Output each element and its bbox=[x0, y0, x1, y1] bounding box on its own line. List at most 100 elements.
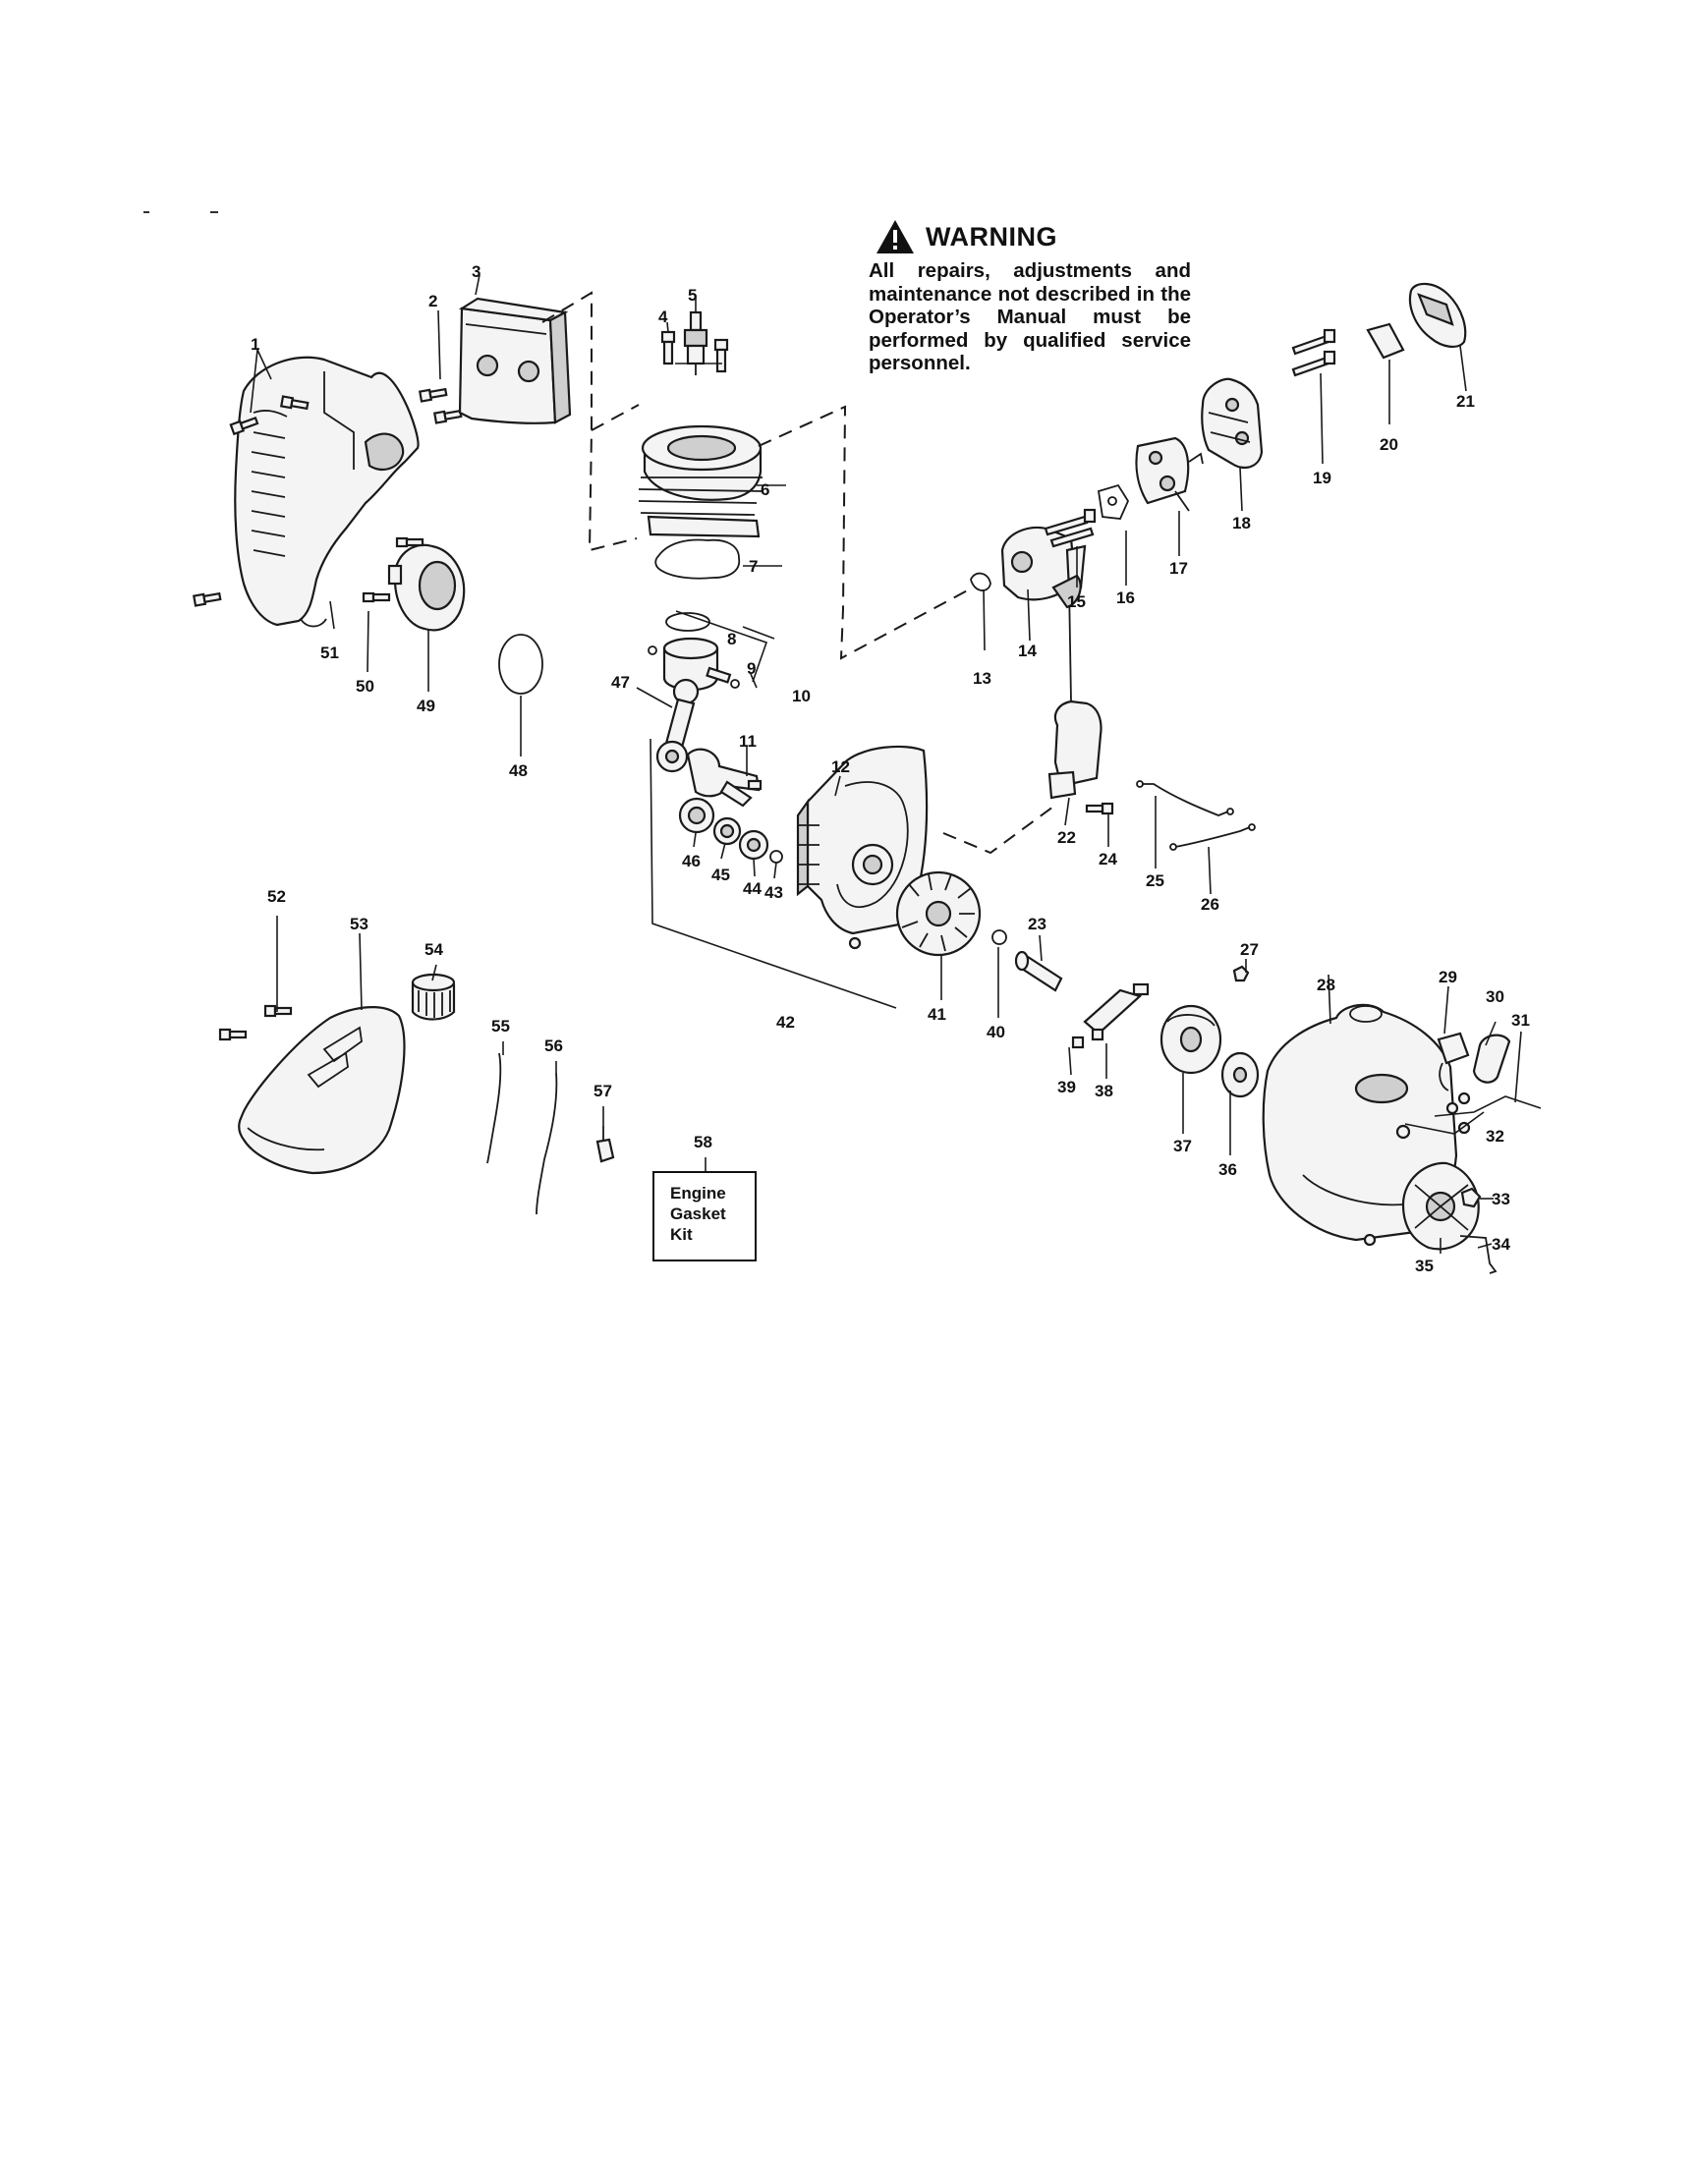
callout-8: 8 bbox=[727, 630, 736, 648]
part-6-cylinder bbox=[638, 424, 763, 538]
part-26-wire bbox=[1169, 823, 1256, 851]
callout-56: 56 bbox=[544, 1036, 563, 1055]
callout-17: 17 bbox=[1169, 559, 1188, 578]
callout-4: 4 bbox=[658, 308, 668, 326]
part-10-piston bbox=[662, 637, 732, 692]
part-15-screws bbox=[1044, 508, 1097, 548]
part-43-ring bbox=[769, 850, 783, 864]
part-1-screws bbox=[192, 395, 310, 607]
part-19-screws bbox=[1291, 328, 1336, 377]
part-36-spring bbox=[1220, 1051, 1260, 1098]
callout-40: 40 bbox=[987, 1023, 1005, 1041]
part-56-wire bbox=[536, 1072, 558, 1215]
callout-25: 25 bbox=[1146, 871, 1164, 890]
part-22-ignition bbox=[1047, 574, 1102, 800]
callout-49: 49 bbox=[417, 697, 435, 715]
callout-7: 7 bbox=[749, 557, 758, 576]
callout-19: 19 bbox=[1313, 469, 1331, 487]
part-51-shroud bbox=[234, 356, 420, 628]
callout-50: 50 bbox=[356, 677, 374, 696]
part-3-muffler bbox=[458, 297, 572, 424]
part-54-collar bbox=[411, 973, 456, 1021]
part-24-screw bbox=[1085, 802, 1114, 815]
part-29-switch bbox=[1437, 1032, 1470, 1092]
callout-57: 57 bbox=[594, 1082, 612, 1100]
callout-21: 21 bbox=[1456, 392, 1475, 411]
callout-42: 42 bbox=[776, 1013, 795, 1032]
callout-39: 39 bbox=[1057, 1078, 1076, 1096]
callout-10: 10 bbox=[792, 687, 811, 705]
callout-51: 51 bbox=[320, 644, 339, 662]
assembly-brackets bbox=[650, 610, 1542, 1135]
callout-28: 28 bbox=[1317, 976, 1335, 994]
callout-38: 38 bbox=[1095, 1082, 1113, 1100]
callout-20: 20 bbox=[1380, 435, 1398, 454]
callout-36: 36 bbox=[1218, 1160, 1237, 1179]
callout-12: 12 bbox=[831, 757, 850, 776]
part-47-conrod bbox=[655, 678, 700, 773]
callout-35: 35 bbox=[1415, 1257, 1434, 1275]
part-25-wire bbox=[1136, 780, 1234, 816]
callout-1: 1 bbox=[251, 335, 259, 354]
leader-lines bbox=[250, 274, 1522, 1254]
part-18-filter-base bbox=[1201, 377, 1264, 470]
callout-9: 9 bbox=[747, 659, 756, 678]
part-16-gasket bbox=[1097, 483, 1130, 520]
callout-14: 14 bbox=[1018, 642, 1037, 660]
callout-52: 52 bbox=[267, 887, 286, 906]
callout-13: 13 bbox=[973, 669, 991, 688]
part-11-crankshaft bbox=[686, 748, 763, 808]
part-23-spacer bbox=[1014, 950, 1063, 992]
callout-23: 23 bbox=[1028, 915, 1046, 933]
part-35-starter bbox=[1363, 1161, 1480, 1251]
callout-labels: 1 2 3 4 5 6 7 8 9 10 11 12 13 14 15 16 1… bbox=[251, 262, 1530, 1275]
warning-triangle-icon bbox=[876, 220, 914, 253]
warning-text: All repairs, adjustments and maintenance… bbox=[869, 259, 1191, 374]
callout-31: 31 bbox=[1511, 1011, 1530, 1030]
part-50-screws bbox=[362, 536, 424, 603]
part-30-handle bbox=[1472, 1034, 1511, 1084]
part-20-filter bbox=[1366, 322, 1405, 360]
callout-29: 29 bbox=[1439, 968, 1457, 986]
callout-27: 27 bbox=[1240, 940, 1259, 959]
callout-16: 16 bbox=[1116, 588, 1135, 607]
part-46-bearing bbox=[678, 797, 715, 834]
part-34-pawl bbox=[1459, 1235, 1498, 1274]
warning-title: WARNING bbox=[926, 222, 1057, 252]
part-12-crankcase bbox=[796, 745, 929, 950]
callout-55: 55 bbox=[491, 1017, 510, 1036]
part-40-washer bbox=[991, 929, 1007, 945]
callout-6: 6 bbox=[761, 480, 769, 499]
callout-2: 2 bbox=[428, 292, 437, 310]
part-57-fitting bbox=[595, 1126, 615, 1163]
callout-24: 24 bbox=[1099, 850, 1117, 868]
callout-18: 18 bbox=[1232, 514, 1251, 532]
engine-gasket-kit-box: Engine Gasket Kit bbox=[652, 1171, 757, 1261]
part-5-spark-plug bbox=[683, 310, 708, 375]
part-52-screws bbox=[218, 1004, 293, 1041]
part-28-fan-housing bbox=[1262, 1003, 1471, 1242]
part-33-nut bbox=[1460, 1187, 1482, 1208]
callout-45: 45 bbox=[711, 866, 730, 884]
kit-line-1: Engine bbox=[670, 1184, 726, 1203]
callout-43: 43 bbox=[764, 883, 783, 902]
part-45-seal bbox=[712, 816, 742, 846]
callout-37: 37 bbox=[1173, 1137, 1192, 1155]
part-41-flywheel bbox=[895, 870, 982, 957]
part-9-clips bbox=[648, 645, 740, 689]
part-13-gasket bbox=[970, 572, 991, 591]
callout-46: 46 bbox=[682, 852, 701, 870]
callout-41: 41 bbox=[928, 1005, 946, 1024]
callout-44: 44 bbox=[743, 879, 762, 898]
kit-line-3: Kit bbox=[670, 1225, 693, 1244]
part-49-diffuser bbox=[387, 543, 466, 632]
callout-5: 5 bbox=[688, 286, 697, 305]
callout-32: 32 bbox=[1486, 1127, 1504, 1146]
part-7-gasket bbox=[654, 538, 741, 580]
callout-30: 30 bbox=[1486, 987, 1504, 1006]
kit-line-2: Gasket bbox=[670, 1204, 726, 1223]
part-48-oring bbox=[498, 634, 543, 695]
part-27-nut bbox=[1232, 965, 1250, 982]
callout-26: 26 bbox=[1201, 895, 1219, 914]
